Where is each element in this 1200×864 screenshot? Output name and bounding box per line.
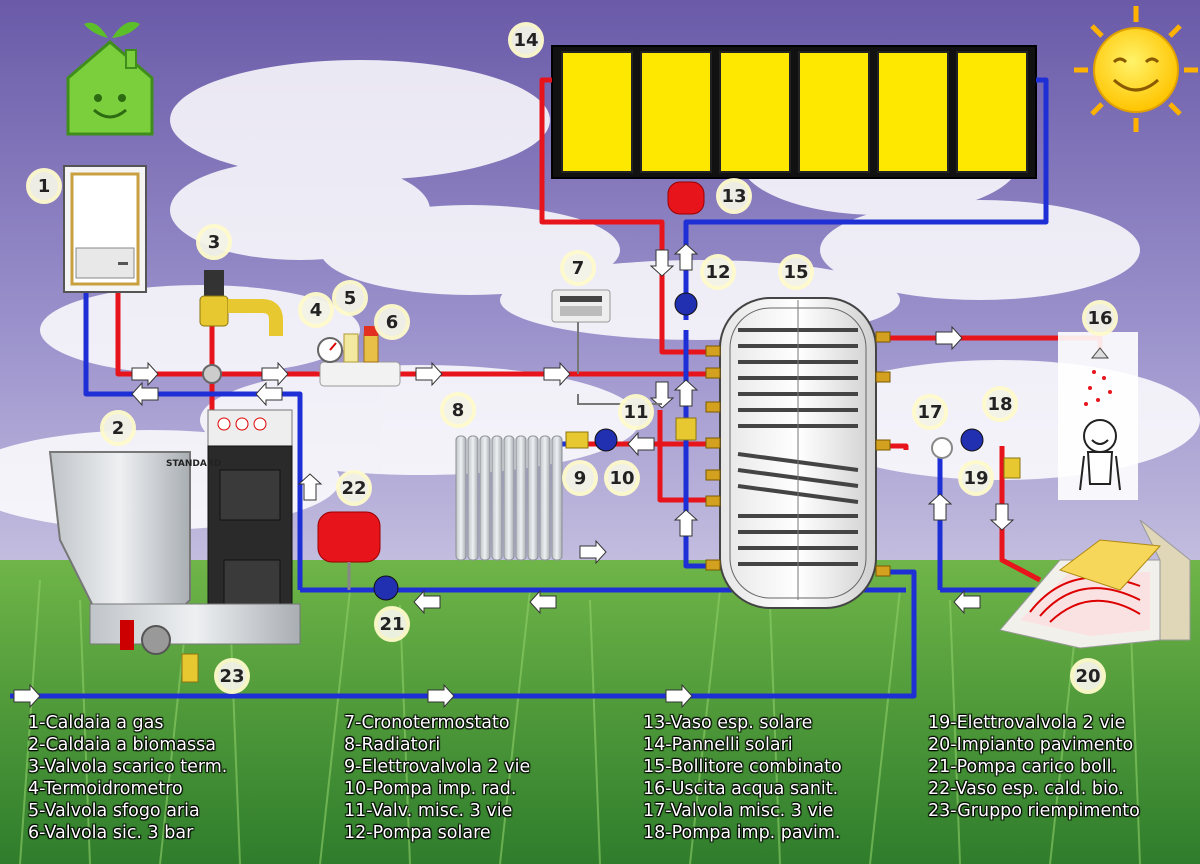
marker-15: 15	[778, 254, 814, 290]
svg-text:1: 1	[38, 176, 51, 197]
svg-text:7: 7	[572, 258, 585, 279]
svg-text:13: 13	[721, 186, 746, 207]
marker-3: 3	[196, 224, 232, 260]
legend-item: 9-Elettrovalvola 2 vie	[344, 757, 531, 777]
marker-6: 6	[374, 304, 410, 340]
marker-17: 17	[912, 394, 948, 430]
marker-11: 11	[618, 394, 654, 430]
tank-charge-pump	[373, 575, 399, 601]
marker-4: 4	[298, 292, 334, 328]
svg-text:14: 14	[513, 30, 538, 51]
legend-item: 10-Pompa imp. rad.	[344, 779, 517, 799]
legend-column-1: 1-Caldaia a gas 2-Caldaia a biomassa 3-V…	[28, 712, 227, 844]
marker-13: 13	[716, 178, 752, 214]
legend-item: 6-Valvola sic. 3 bar	[28, 823, 194, 843]
grass-blades	[19, 579, 1141, 864]
legend-item: 22-Vaso esp. cald. bio.	[928, 779, 1124, 799]
legend-item: 12-Pompa solare	[344, 823, 491, 843]
svg-text:22: 22	[341, 478, 366, 499]
svg-text:11: 11	[623, 402, 648, 423]
shower-figure	[1058, 332, 1138, 500]
radiator-valve-and-pump	[565, 428, 618, 452]
legend-column-3: 13-Vaso esp. solare 14-Pannelli solari 1…	[643, 712, 842, 844]
marker-21: 21	[374, 606, 410, 642]
combined-storage-tank	[705, 297, 891, 609]
legend-item: 7-Cronotermostato	[344, 713, 510, 733]
legend-column-4: 19-Elettrovalvola 2 vie 20-Impianto pavi…	[928, 712, 1140, 822]
marker-14: 14	[508, 22, 544, 58]
svg-text:23: 23	[219, 666, 244, 687]
legend-item: 11-Valv. misc. 3 vie	[344, 801, 513, 821]
marker-10: 10	[604, 460, 640, 496]
marker-8: 8	[440, 392, 476, 428]
marker-7: 7	[560, 250, 596, 286]
svg-text:9: 9	[574, 468, 587, 489]
legend-item: 15-Bollitore combinato	[643, 757, 842, 777]
marker-22: 22	[336, 470, 372, 506]
solar-expansion-vessel	[667, 181, 705, 215]
marker-16: 16	[1082, 300, 1118, 336]
legend-item: 21-Pompa carico boll.	[928, 757, 1118, 777]
biomass-boiler: STANDARD	[48, 409, 301, 655]
svg-text:19: 19	[963, 468, 988, 489]
svg-text:21: 21	[379, 614, 404, 635]
legend-column-2: 7-Cronotermostato 8-Radiatori 9-Elettrov…	[344, 712, 530, 844]
marker-20: 20	[1070, 658, 1106, 694]
legend-item: 4-Termoidrometro	[28, 779, 183, 799]
svg-text:20: 20	[1075, 666, 1100, 687]
svg-text:12: 12	[705, 262, 730, 283]
legend-item: 17-Valvola misc. 3 vie	[643, 801, 834, 821]
flow-arrows	[13, 243, 1015, 709]
marker-12: 12	[700, 254, 736, 290]
green-house-logo	[66, 21, 154, 136]
svg-text:6: 6	[386, 312, 399, 333]
legend-item: 1-Caldaia a gas	[28, 713, 164, 733]
thermal-discharge-valve	[199, 270, 283, 384]
mixing-valve-11	[675, 417, 697, 441]
gas-boiler	[63, 165, 147, 293]
radiator	[455, 435, 563, 561]
legend-item: 8-Radiatori	[344, 735, 441, 755]
legend-item: 5-Valvola sfogo aria	[28, 801, 200, 821]
svg-text:3: 3	[208, 232, 221, 253]
boiler-brand-label: STANDARD	[166, 459, 221, 469]
svg-text:5: 5	[344, 288, 357, 309]
legend-item: 14-Pannelli solari	[643, 735, 793, 755]
legend-item: 3-Valvola scarico term.	[28, 757, 228, 777]
underfloor-heating	[999, 519, 1191, 649]
safety-group	[317, 326, 401, 387]
svg-text:2: 2	[112, 418, 125, 439]
svg-text:16: 16	[1087, 308, 1112, 329]
svg-text:18: 18	[987, 394, 1012, 415]
marker-9: 9	[562, 460, 598, 496]
svg-text:10: 10	[609, 468, 634, 489]
svg-text:15: 15	[783, 262, 808, 283]
filling-group	[181, 653, 199, 683]
svg-text:17: 17	[917, 402, 942, 423]
marker-1: 1	[26, 168, 62, 204]
legend-item: 2-Caldaia a biomassa	[28, 735, 216, 755]
legend-item: 16-Uscita acqua sanit.	[643, 779, 839, 799]
legend-item: 23-Gruppo riempimento	[928, 801, 1140, 821]
legend-item: 13-Vaso esp. solare	[643, 713, 813, 733]
solar-pump	[674, 292, 698, 316]
legend-item: 18-Pompa imp. pavim.	[643, 823, 841, 843]
marker-2: 2	[100, 410, 136, 446]
marker-18: 18	[982, 386, 1018, 422]
sun-icon	[1074, 6, 1198, 132]
marker-19: 19	[958, 460, 994, 496]
marker-5: 5	[332, 280, 368, 316]
legend-item: 19-Elettrovalvola 2 vie	[928, 713, 1126, 733]
floor-circuit-components	[931, 428, 1021, 479]
svg-text:4: 4	[310, 300, 323, 321]
legend-item: 20-Impianto pavimento	[928, 735, 1134, 755]
solar-panels	[551, 45, 1037, 179]
chronothermostat	[551, 289, 662, 405]
cold-water-pipes	[10, 77, 1049, 699]
marker-23: 23	[214, 658, 250, 694]
biomass-expansion-vessel	[317, 511, 381, 590]
svg-text:8: 8	[452, 400, 465, 421]
